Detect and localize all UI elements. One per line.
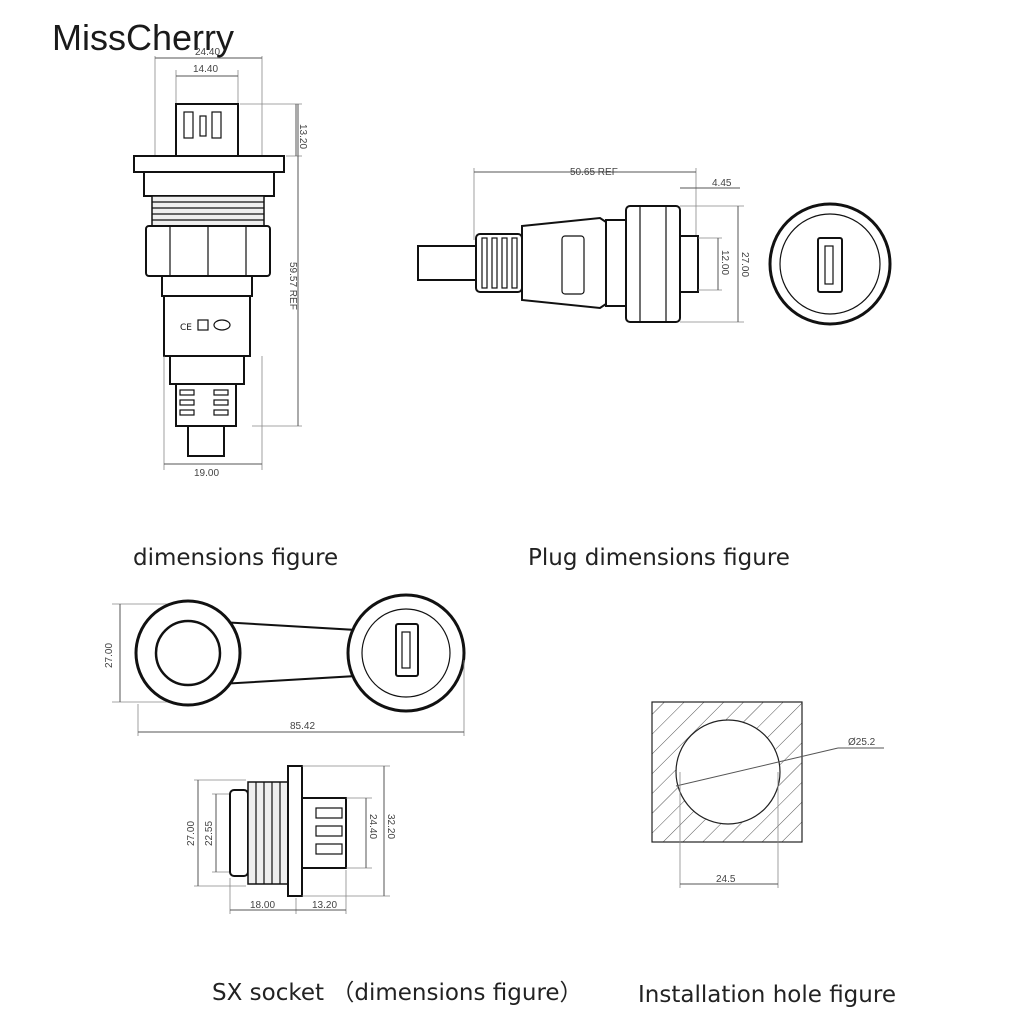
dim-32-20: 32.20 <box>385 814 396 839</box>
caption-dimensions-figure: dimensions figure <box>133 545 338 571</box>
dim-22-55: 22.55 <box>204 821 215 846</box>
dim-14-40: 14.40 <box>193 64 218 75</box>
svg-text:CE: CE <box>180 323 192 333</box>
dim-4-45: 4.45 <box>712 178 732 189</box>
installation-hole-view: Ø25.2 24.5 <box>651 701 884 888</box>
dim-24-5: 24.5 <box>716 874 736 885</box>
dim-13-20-top: 13.20 <box>297 124 308 149</box>
dim-25-2: Ø25.2 <box>848 737 876 748</box>
dim-27-00-sock: 27.00 <box>186 821 197 846</box>
vertical-connector-view: 24.40 14.40 CE <box>133 47 308 479</box>
dim-19-00: 19.00 <box>194 468 219 479</box>
dim-27-00-plug: 27.00 <box>739 252 750 277</box>
dim-24-40-top: 24.40 <box>195 47 220 58</box>
dust-cap-view: 27.00 85.42 <box>104 593 466 736</box>
dim-59-57: 59.57 REF <box>287 262 298 310</box>
dim-27-00-cap: 27.00 <box>104 643 115 668</box>
dim-13-20-sock: 13.20 <box>312 900 337 911</box>
dim-24-40-sock: 24.40 <box>367 814 378 839</box>
dim-85-42: 85.42 <box>290 721 315 732</box>
sx-socket-view: 27.00 22.55 24.40 32.20 18.00 13.20 <box>186 765 396 914</box>
dim-50-65: 50.65 REF <box>570 167 618 178</box>
dim-12-00: 12.00 <box>719 250 730 275</box>
brand-watermark: MissCherry <box>52 17 234 58</box>
caption-installation-hole: Installation hole figure <box>638 982 896 1008</box>
caption-plug-dimensions: Plug dimensions figure <box>528 545 790 571</box>
plug-side-view: 50.65 REF 4.45 12.00 27.00 <box>417 167 892 326</box>
dim-18-00: 18.00 <box>250 900 275 911</box>
caption-sx-socket: SX socket （dimensions figure） <box>212 980 583 1006</box>
